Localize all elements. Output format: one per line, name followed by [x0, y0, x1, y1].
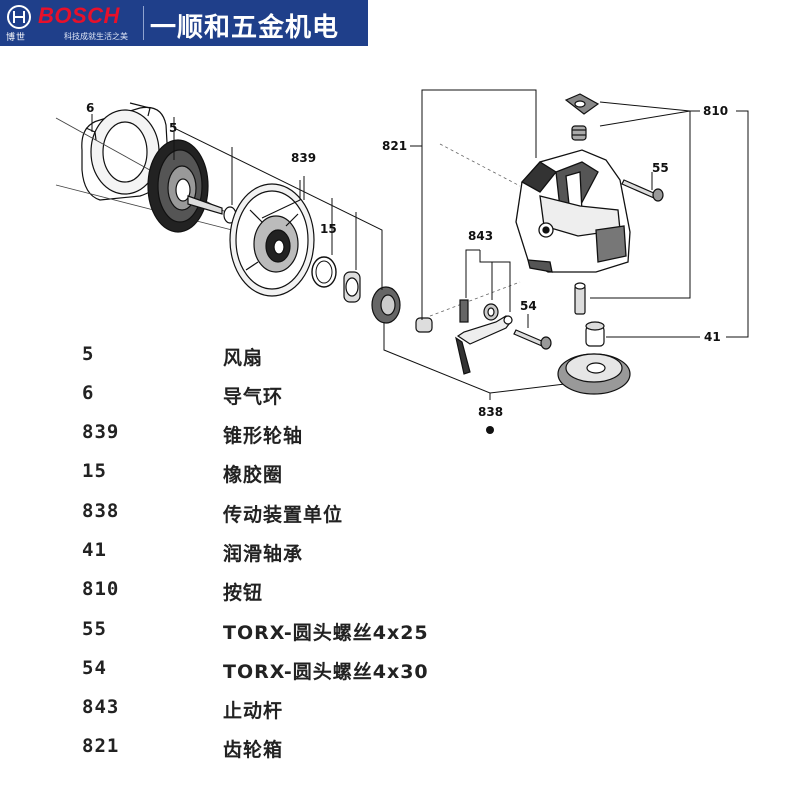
- list-item: 54 TORX-圆头螺丝4x30: [0, 657, 800, 687]
- bushing-part: [415, 317, 433, 333]
- part-name: 传动装置单位: [223, 504, 344, 526]
- bevel-gear-disc-part: [229, 183, 315, 297]
- part-number: 843: [82, 696, 120, 718]
- bearing-part: [343, 271, 361, 303]
- list-item: 810 按钮: [0, 578, 800, 608]
- fan-part: [147, 139, 223, 233]
- part-name: TORX-圆头螺丝4x30: [223, 661, 429, 683]
- torx-screw-54-part: [513, 329, 552, 350]
- list-item: 821 齿轮箱: [0, 735, 800, 765]
- gear-housing-part: [515, 149, 631, 273]
- brand-chinese-name: 博世: [6, 33, 27, 43]
- bosch-logo-icon: [7, 5, 31, 29]
- callout-821: 821: [382, 139, 407, 153]
- callout-843: 843: [468, 229, 493, 243]
- part-number: 55: [82, 618, 107, 640]
- guide-lines: [429, 143, 521, 317]
- torx-screw-55-part: [621, 179, 664, 202]
- callout-15: 15: [320, 222, 337, 236]
- part-name: 按钮: [223, 582, 264, 604]
- list-item: 843 止动杆: [0, 696, 800, 726]
- small-bevel-gear-part: [371, 286, 401, 324]
- air-guide-ring-part: [81, 102, 169, 201]
- assembly-dot-icon: [486, 426, 494, 434]
- callout-839: 839: [291, 151, 316, 165]
- spring-part: [571, 125, 587, 141]
- part-number: 838: [82, 500, 120, 522]
- callout-54: 54: [520, 299, 537, 313]
- part-name: 润滑轴承: [223, 543, 304, 565]
- part-name: 橡胶圈: [223, 464, 284, 486]
- brand-tagline: 科技成就生活之美: [64, 32, 128, 41]
- list-item: 15 橡胶圈: [0, 460, 800, 490]
- banner-divider: [143, 6, 144, 40]
- callout-810: 810: [703, 104, 728, 118]
- callout-6: 6: [86, 101, 94, 115]
- part-name: TORX-圆头螺丝4x25: [223, 622, 429, 644]
- lubrication-bearing-part: [585, 321, 605, 347]
- list-item: 55 TORX-圆头螺丝4x25: [0, 618, 800, 648]
- button-pin-part: [574, 282, 586, 315]
- part-number: 15: [82, 460, 107, 482]
- part-number: 54: [82, 657, 107, 679]
- store-name: 一顺和五金机电: [150, 13, 340, 43]
- crown-gear-part: [557, 353, 631, 395]
- button-cap-part: [564, 93, 600, 115]
- stop-lever-spring-part: [459, 299, 469, 323]
- exploded-parts-diagram: 6 5 839 15 821 843 54 838 810 55 41: [55, 89, 749, 434]
- part-name: 止动杆: [223, 700, 284, 722]
- callout-lines-810: [590, 101, 749, 338]
- part-number: 41: [82, 539, 107, 561]
- brand-name: BOSCH: [38, 3, 120, 28]
- part-number: 810: [82, 578, 120, 600]
- callout-lines-821: [410, 89, 537, 320]
- list-item: 41 润滑轴承: [0, 539, 800, 569]
- callout-lines-838: [383, 322, 599, 400]
- callout-5: 5: [169, 121, 177, 135]
- list-item: 838 传动装置单位: [0, 500, 800, 530]
- part-number: 821: [82, 735, 120, 757]
- brand-banner: BOSCH 博世 科技成就生活之美 一顺和五金机电: [0, 0, 368, 46]
- callout-lines-839: [173, 117, 383, 290]
- callout-55: 55: [652, 161, 669, 175]
- callout-41: 41: [704, 330, 721, 344]
- part-name: 齿轮箱: [223, 739, 284, 761]
- callout-lines-843: [465, 249, 511, 312]
- callout-838: 838: [478, 405, 503, 419]
- stop-lever-part: [455, 315, 513, 375]
- stop-lever-sleeve-part: [483, 303, 499, 321]
